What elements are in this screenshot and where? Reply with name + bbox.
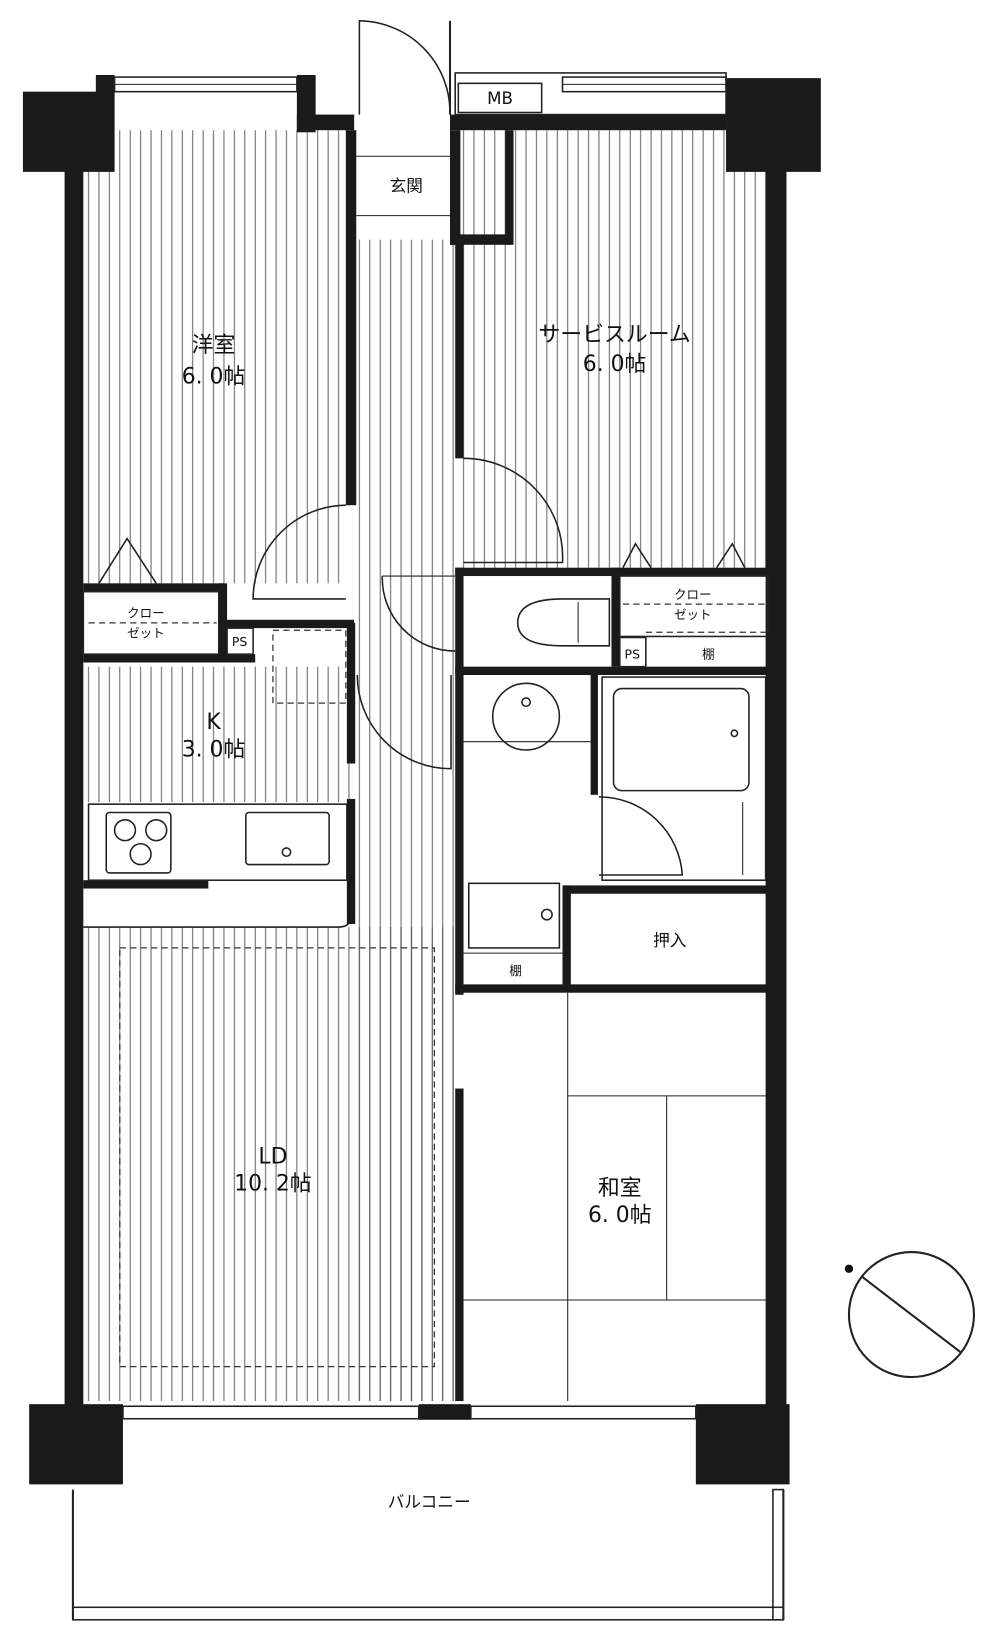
room-name-western: 洋室 bbox=[192, 333, 236, 358]
room-name-ld: LD bbox=[258, 1145, 287, 1170]
north-compass-icon bbox=[844, 1251, 975, 1379]
room-size-western: 6. 0帖 bbox=[182, 364, 246, 389]
room-name-japanese: 和室 bbox=[598, 1176, 642, 1201]
windows bbox=[113, 76, 727, 1420]
room-label-genkan: 玄関 bbox=[390, 177, 423, 196]
closet-left-label-1: クロー bbox=[127, 606, 165, 621]
oshiire-label: 押入 bbox=[653, 931, 687, 950]
closet-left bbox=[82, 590, 220, 655]
interior-doors bbox=[252, 457, 684, 876]
closet-right-label-1: クロー bbox=[674, 587, 712, 602]
shelf-right: 棚 bbox=[702, 646, 715, 661]
toilet bbox=[516, 598, 611, 647]
balcony bbox=[71, 1488, 785, 1621]
shelf-shoe: 棚 bbox=[509, 963, 522, 978]
washer-pan bbox=[467, 882, 561, 949]
mb-label: MB bbox=[487, 89, 513, 108]
closet-right bbox=[619, 575, 769, 638]
room-size-kitchen: 3. 0帖 bbox=[182, 737, 246, 762]
kitchen-counter bbox=[83, 803, 353, 928]
room-size-ld: 10. 2帖 bbox=[234, 1172, 311, 1197]
room-size-service: 6. 0帖 bbox=[583, 352, 647, 377]
walls bbox=[22, 75, 821, 1485]
mb-box bbox=[457, 82, 543, 114]
closet-left-label-2: ゼット bbox=[127, 626, 165, 641]
bathtub bbox=[601, 676, 767, 881]
closet-right-label-2: ゼット bbox=[674, 607, 712, 622]
ps-right: PS bbox=[625, 646, 641, 661]
room-name-service: サービスルーム bbox=[538, 323, 690, 348]
washbasin bbox=[463, 682, 591, 751]
room-name-balcony: バルコニー bbox=[388, 1492, 471, 1511]
wood-floor-areas bbox=[83, 130, 766, 1402]
room-size-japanese: 6. 0帖 bbox=[588, 1203, 652, 1228]
entrance-door[interactable] bbox=[358, 20, 451, 115]
ps-left: PS bbox=[232, 634, 248, 649]
room-name-kitchen: K bbox=[206, 710, 221, 735]
tatami-lines bbox=[463, 992, 768, 1402]
